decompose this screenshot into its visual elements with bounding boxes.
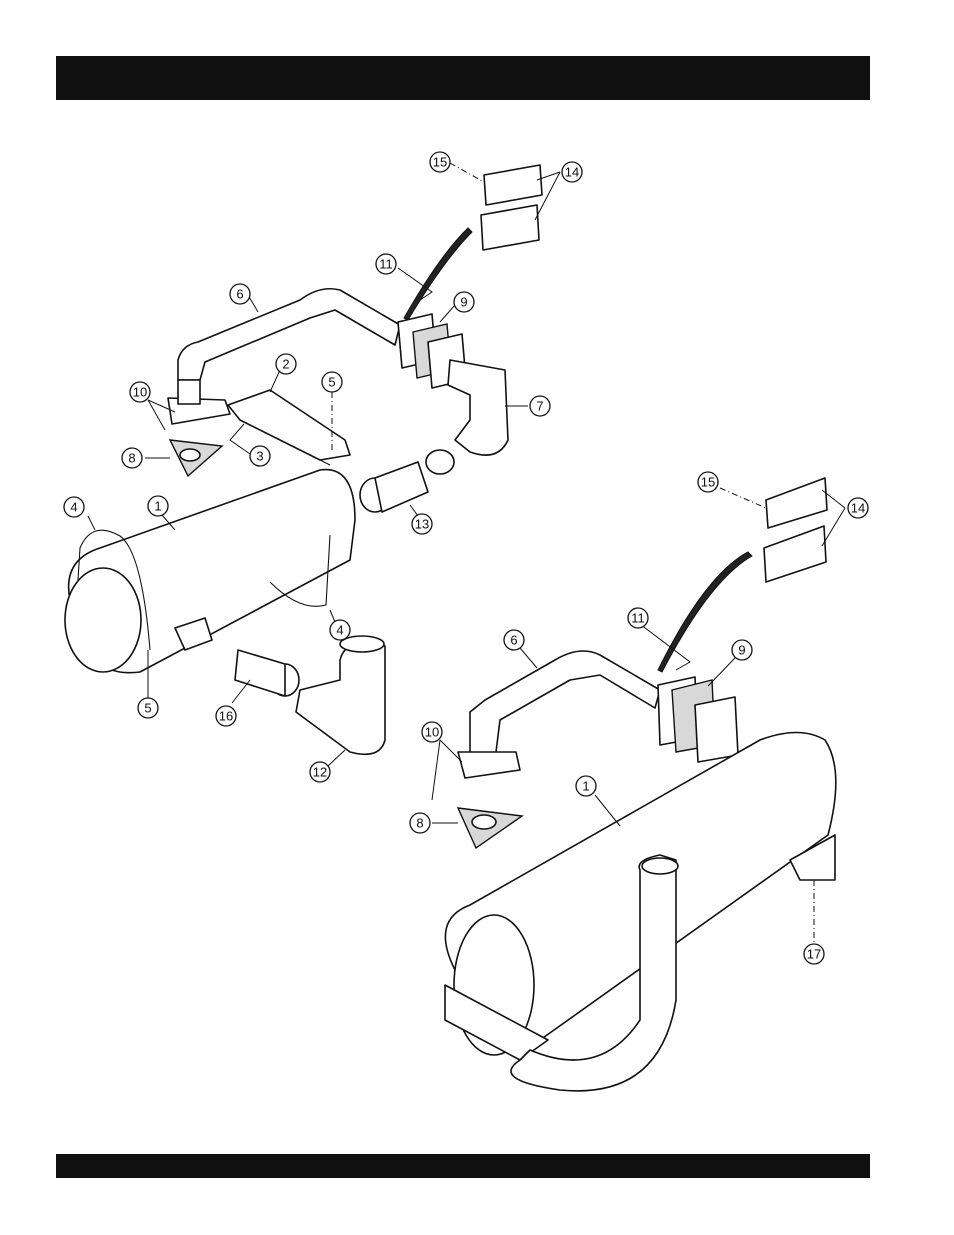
callout-label: 4 xyxy=(336,623,343,638)
callout-label: 4 xyxy=(70,500,77,515)
callout-label: 12 xyxy=(313,765,327,780)
callout-label: 2 xyxy=(282,357,289,372)
gasket-plate-upper-2 xyxy=(766,478,827,528)
gasket-plate-upper xyxy=(484,165,542,205)
callout-1-upper: 1 xyxy=(148,496,168,516)
callout-2: 2 xyxy=(276,354,296,374)
callout-label: 15 xyxy=(701,475,715,490)
callout-label: 5 xyxy=(144,701,151,716)
callout-17: 17 xyxy=(804,944,824,964)
callout-15-lower: 15 xyxy=(698,472,718,492)
callout-3: 3 xyxy=(250,446,270,466)
callout-9-upper: 9 xyxy=(454,292,474,312)
elbow-7-end xyxy=(426,450,454,474)
callout-14-lower: 14 xyxy=(848,498,868,518)
callout-8-upper: 8 xyxy=(122,448,142,468)
callout-9-lower: 9 xyxy=(732,640,752,660)
callout-label: 14 xyxy=(851,501,865,516)
callout-4-upper-left: 4 xyxy=(64,497,84,517)
callout-label: 8 xyxy=(128,451,135,466)
callout-6-upper: 6 xyxy=(230,284,250,304)
callout-label: 1 xyxy=(154,499,161,514)
callout-label: 11 xyxy=(379,257,393,272)
gasket-plate-lower-2 xyxy=(764,526,826,582)
pipe-bend xyxy=(178,380,200,404)
callout-label: 6 xyxy=(236,287,243,302)
muffler-1-face xyxy=(65,568,141,672)
exhaust-pipe-6-lower xyxy=(470,651,660,760)
callout-label: 5 xyxy=(328,375,335,390)
flange-base-10-lower xyxy=(458,752,520,778)
callout-label: 10 xyxy=(133,385,147,400)
callout-1-lower: 1 xyxy=(576,776,596,796)
tail-pipe-12 xyxy=(296,642,385,754)
callout-label: 15 xyxy=(433,155,447,170)
callout-11-upper: 11 xyxy=(376,254,396,274)
callout-16: 16 xyxy=(216,706,236,726)
callout-12: 12 xyxy=(310,762,330,782)
callout-14-upper: 14 xyxy=(562,162,582,182)
elbow-7 xyxy=(448,360,508,455)
flange-9d xyxy=(695,697,738,762)
callout-15-upper: 15 xyxy=(430,152,450,172)
callout-label: 10 xyxy=(425,725,439,740)
callout-7: 7 xyxy=(530,396,550,416)
callout-label: 11 xyxy=(631,611,645,626)
callout-10-lower: 10 xyxy=(422,722,442,742)
callout-label: 17 xyxy=(807,947,821,962)
callout-label: 9 xyxy=(460,295,467,310)
lower-assembly xyxy=(445,478,836,1091)
callout-5-upper-bottom: 5 xyxy=(138,698,158,718)
callout-4-upper-right: 4 xyxy=(330,620,350,640)
callout-13: 13 xyxy=(412,514,432,534)
callout-label: 16 xyxy=(219,709,233,724)
callout-label: 6 xyxy=(510,633,517,648)
callout-label: 3 xyxy=(256,449,263,464)
callout-label: 9 xyxy=(738,643,745,658)
callout-11-lower: 11 xyxy=(628,608,648,628)
callout-label: 1 xyxy=(582,779,589,794)
callout-label: 14 xyxy=(565,165,579,180)
callout-label: 13 xyxy=(415,517,429,532)
callout-label: 8 xyxy=(416,816,423,831)
callout-6-lower: 6 xyxy=(504,630,524,650)
callout-label: 7 xyxy=(536,399,543,414)
callout-5-upper: 5 xyxy=(322,372,342,392)
callout-8-lower: 8 xyxy=(410,813,430,833)
gasket-plate-lower xyxy=(481,205,539,250)
callout-10-upper: 10 xyxy=(130,382,150,402)
